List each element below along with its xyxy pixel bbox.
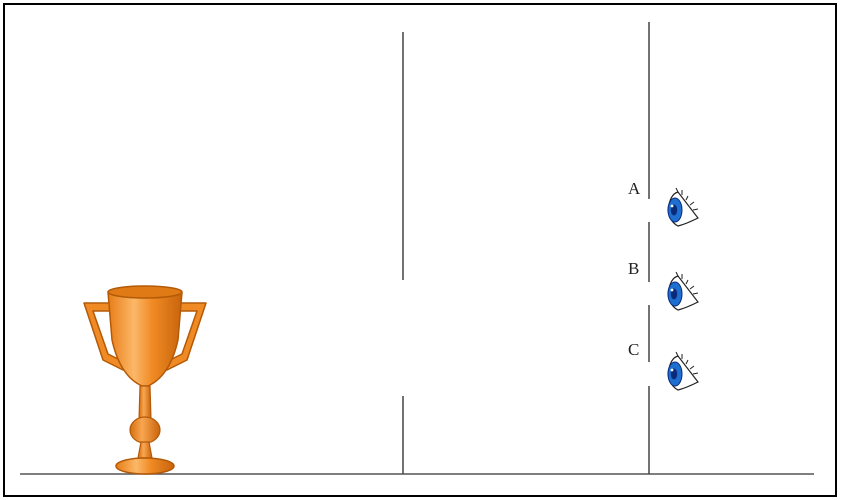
viewpoint-label-c: C — [628, 340, 639, 359]
trophy-base — [116, 458, 174, 474]
trophy-rim — [108, 286, 182, 298]
viewpoint-label-b: B — [628, 259, 639, 278]
diagram-frame — [4, 4, 836, 496]
trophy-stem — [139, 386, 151, 420]
trophy-lower-stem — [138, 442, 152, 458]
viewpoint-label-a: A — [628, 179, 641, 198]
trophy-knob — [130, 417, 160, 443]
